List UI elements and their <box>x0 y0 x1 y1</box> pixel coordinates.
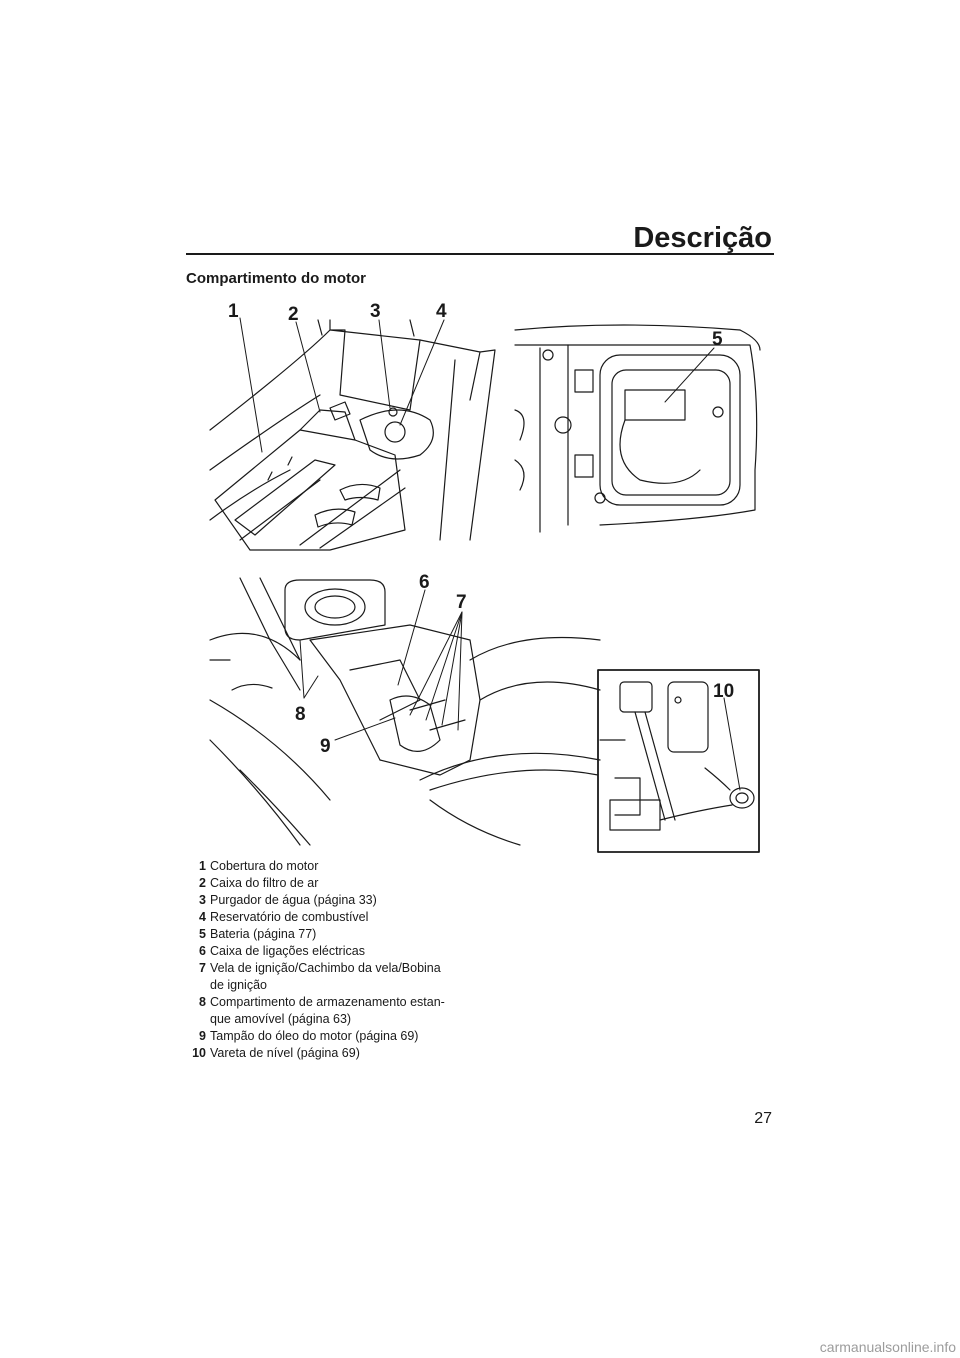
callout-9: 9 <box>320 736 331 757</box>
callout-10: 10 <box>713 681 734 702</box>
engine-cover-drawing <box>209 319 496 551</box>
dipstick-inset-drawing <box>597 669 760 853</box>
title-divider <box>186 253 774 255</box>
callout-1: 1 <box>228 301 239 322</box>
footer-watermark: carmanualsonline.info <box>819 1339 956 1355</box>
callout-2: 2 <box>288 304 299 325</box>
callout-7: 7 <box>456 592 467 613</box>
callout-3: 3 <box>370 301 381 322</box>
page-title: Descrição <box>633 222 772 254</box>
callout-5: 5 <box>712 329 723 350</box>
battery-compartment-drawing <box>514 324 761 533</box>
page-number: 27 <box>754 1110 772 1127</box>
callout-leader-lines <box>239 317 741 791</box>
callout-8: 8 <box>295 704 306 725</box>
section-heading: Compartimento do motor <box>186 270 366 287</box>
callout-4: 4 <box>436 301 447 322</box>
callout-6: 6 <box>419 572 430 593</box>
storage-and-spark-plug-drawing <box>209 577 601 846</box>
